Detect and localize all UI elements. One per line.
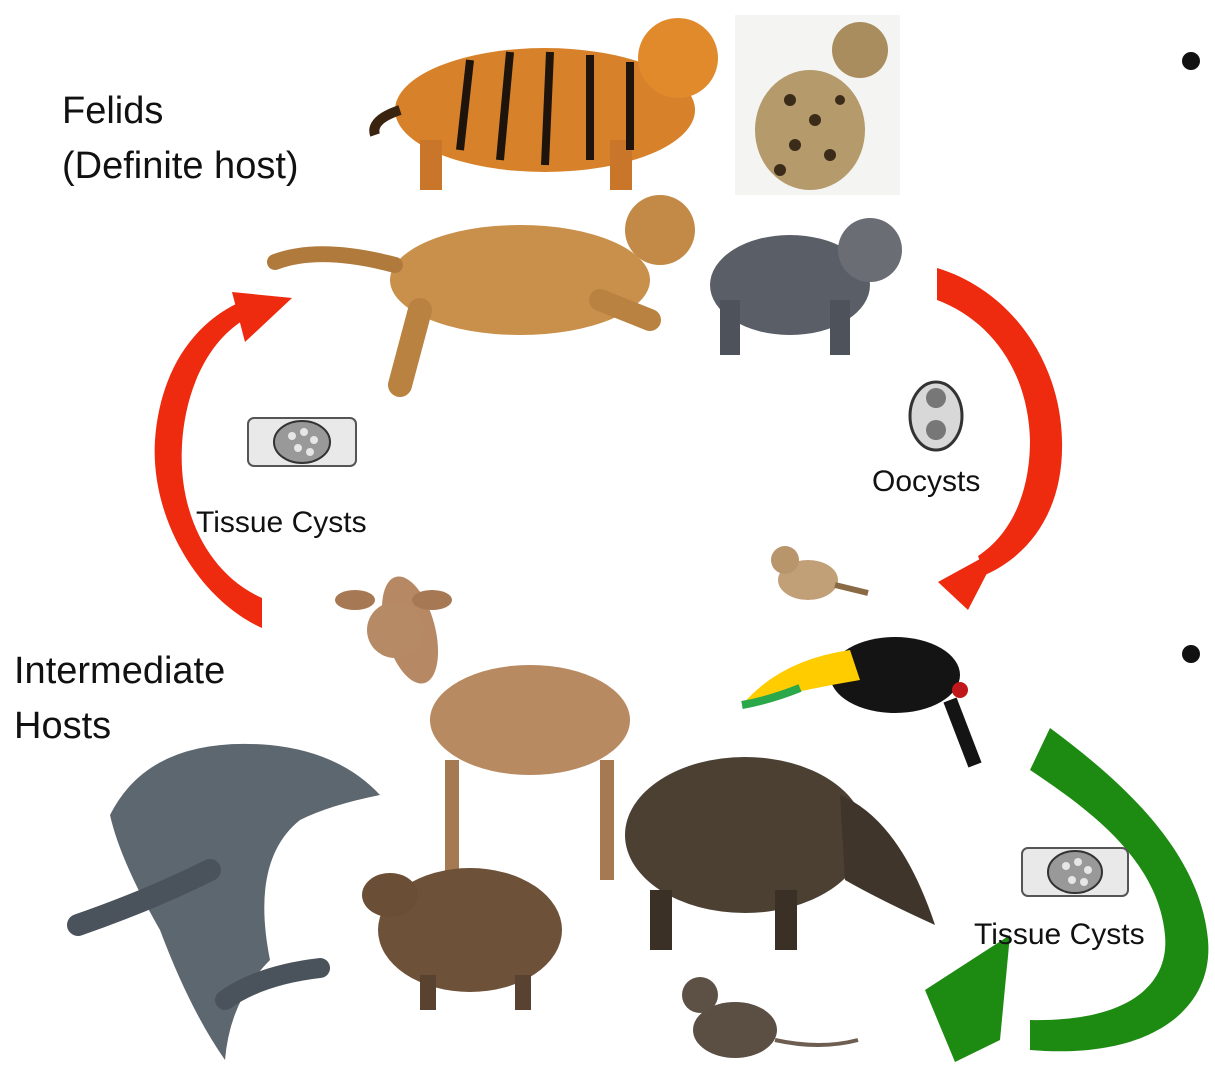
ocelot [735, 15, 900, 195]
capybara [362, 868, 562, 1010]
bird [771, 546, 868, 600]
definite-host-label: (Definite host) [62, 145, 299, 189]
toucan [742, 637, 975, 765]
bullet-top [1182, 52, 1200, 70]
dolphin [78, 744, 380, 1060]
rat [655, 958, 870, 1076]
intermediate-label: Intermediate [14, 650, 225, 694]
lynx [710, 218, 902, 355]
felids-label: Felids [62, 90, 163, 134]
oocysts-label: Oocysts [872, 465, 980, 500]
tiger [374, 18, 718, 190]
tissue-cysts-left-label: Tissue Cysts [196, 506, 367, 541]
hosts-label: Hosts [14, 705, 111, 749]
oocyst-icon [910, 382, 962, 450]
tissue-cyst-right-icon [1022, 848, 1128, 896]
bullet-bottom [1182, 645, 1200, 663]
deer [335, 570, 630, 880]
tissue-cyst-left-icon [248, 418, 356, 466]
cougar [275, 195, 695, 385]
tissue-cysts-right-label: Tissue Cysts [974, 918, 1145, 953]
boar [625, 757, 935, 950]
